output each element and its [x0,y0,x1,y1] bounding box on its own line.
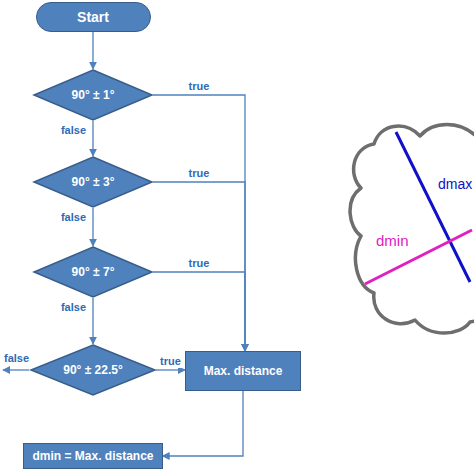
node-text: 90° ± 7° [72,265,115,279]
node-text: dmin = Max. distance [32,449,153,463]
decision-diamond: 90° ± 3° [33,156,153,208]
flow-connector [92,32,93,69]
node-text: 90° ± 1° [72,88,115,102]
diamond-shape [34,70,152,120]
branch-label: true [159,355,182,368]
decision-diamond: 90° ± 22.5° [30,344,156,396]
process-box: Max. distance [185,351,301,391]
diamond-shape [34,247,152,297]
flow-connector [92,121,93,156]
branch-label: true [188,257,211,270]
particle-outline [350,125,474,334]
decision-diamond: 90° ± 1° [33,69,153,121]
result-box: dmin = Max. distance [23,443,162,469]
branch-label: true [188,80,211,93]
flow-connector [153,182,245,351]
branch-label: true [188,167,211,180]
exit-arrow [3,369,29,370]
flow-connector [153,272,245,351]
branch-label: false [60,211,87,224]
flow-connector [92,298,93,344]
decision-diamond: 90° ± 7° [33,246,153,298]
branch-label: false [4,352,29,365]
dmin-line [365,230,472,284]
flow-connector [156,369,185,370]
branch-label: false [60,124,87,137]
diamond-shape [34,157,152,207]
flow-connector [92,208,93,246]
node-text: 90° ± 3° [72,175,115,189]
diamond-shape [31,345,155,395]
dmax-line [396,132,470,282]
branch-label: false [60,301,87,314]
start-terminal: Start [36,2,151,32]
flow-connector [163,391,243,456]
node-text: 90° ± 22.5° [63,363,123,377]
flow-connector [153,95,245,351]
dimension-label: dmax [438,176,472,193]
dimension-label: dmin [376,232,409,250]
node-text: Start [77,9,109,26]
node-text: Max. distance [204,364,283,378]
